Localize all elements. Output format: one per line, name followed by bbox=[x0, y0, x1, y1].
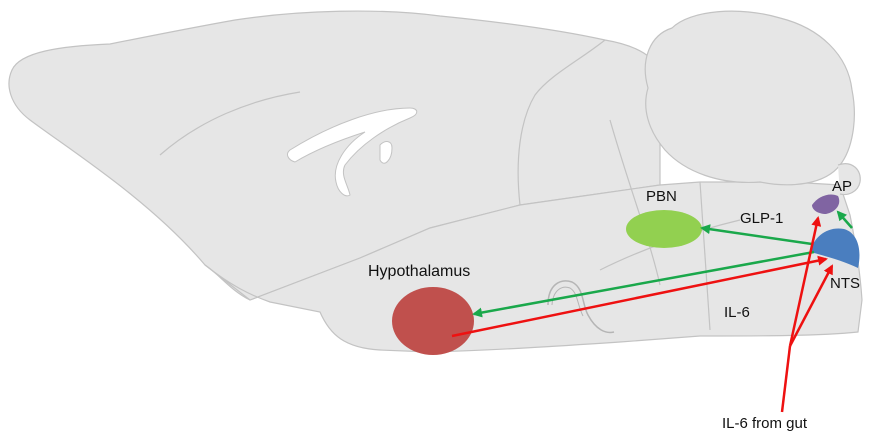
il6-label: IL-6 bbox=[724, 304, 750, 321]
pbn-nucleus bbox=[626, 210, 702, 248]
ap-label: AP bbox=[832, 178, 852, 195]
cerebellum bbox=[645, 11, 854, 185]
pbn-label: PBN bbox=[646, 188, 677, 205]
il6-from-gut-label: IL-6 from gut bbox=[722, 415, 808, 432]
nts-label: NTS bbox=[830, 275, 860, 292]
hypothalamus-label: Hypothalamus bbox=[368, 263, 470, 280]
gut-line-main bbox=[782, 346, 790, 412]
hypothalamus-nucleus bbox=[392, 287, 474, 355]
glp1-label: GLP-1 bbox=[740, 210, 783, 227]
